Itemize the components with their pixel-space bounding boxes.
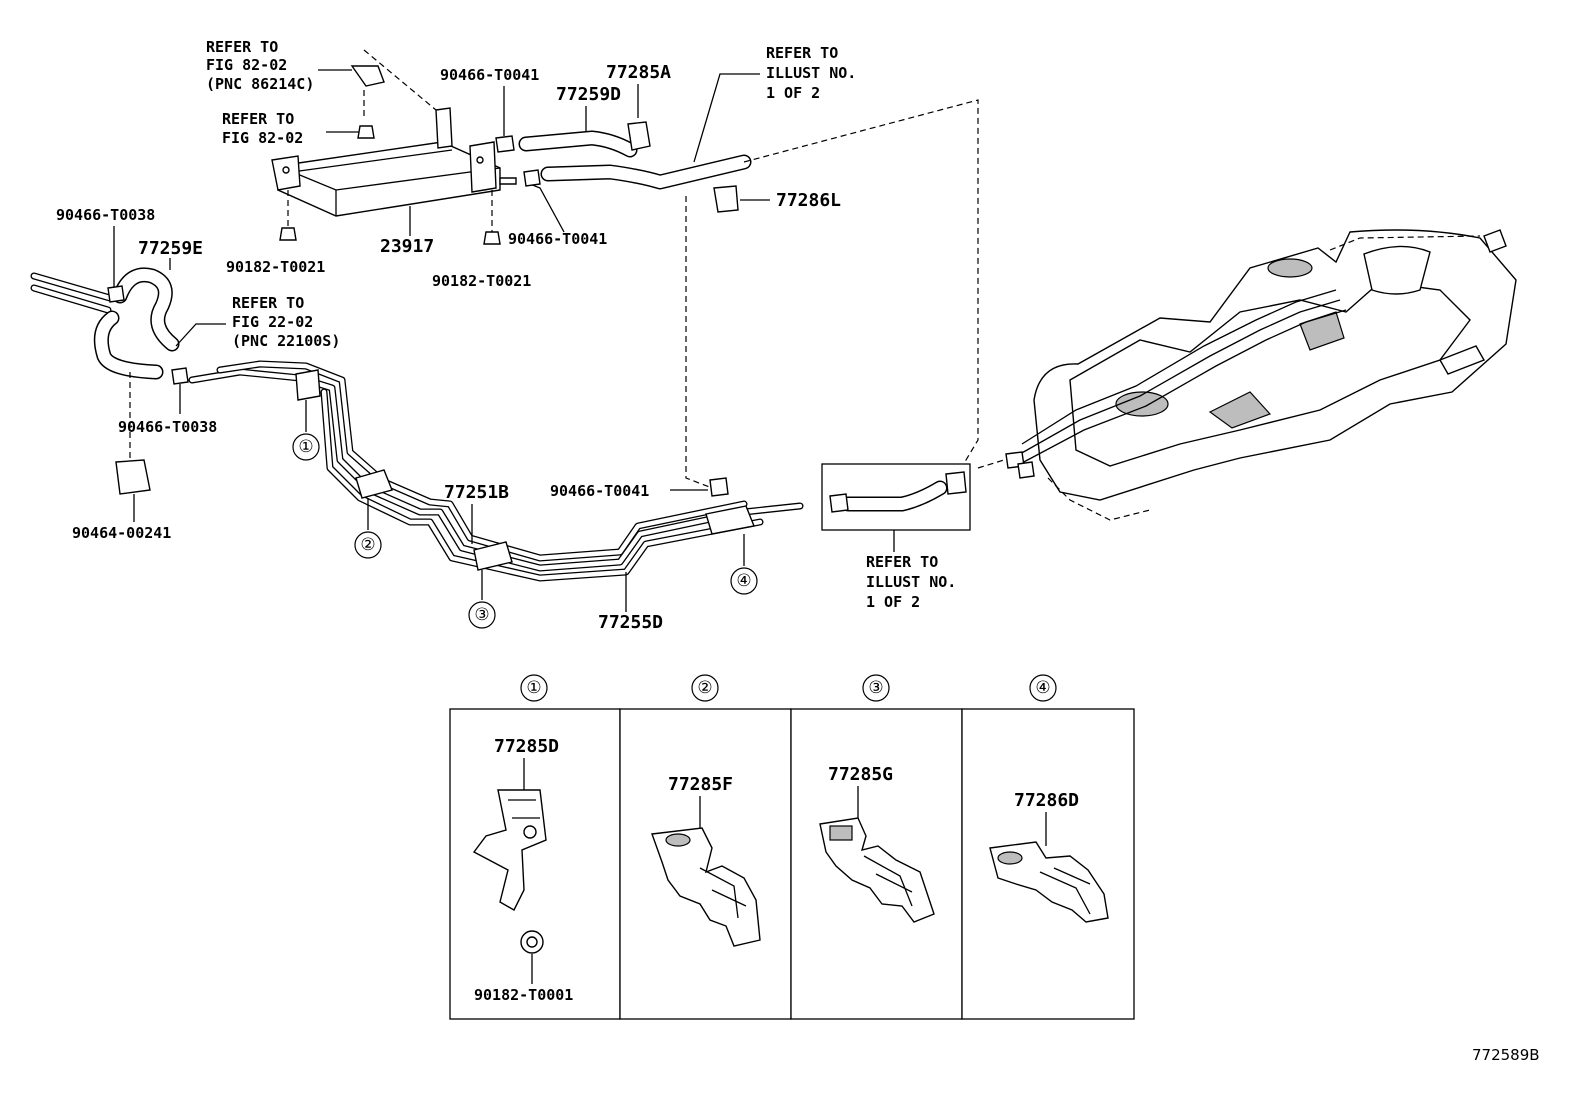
part-number-23917: 23917 xyxy=(380,236,434,257)
part-number-77286l: 77286L xyxy=(776,190,841,211)
refer-fig-82-02-pnc-label: REFER TO FIG 82-02 (PNC 86214C) xyxy=(206,38,314,93)
clamp-4 xyxy=(705,505,755,535)
part-number-90466-t0038-top: 90466-T0038 xyxy=(56,206,155,224)
clamp-90464-00241 xyxy=(115,459,151,495)
figure-id: 772589B xyxy=(1472,1046,1540,1064)
part-number-77251b: 77251B xyxy=(444,482,509,503)
bracket-86214c xyxy=(350,65,385,87)
detail-panel-4: ④ 77286D xyxy=(961,674,1135,1020)
hose-77259d xyxy=(518,130,752,190)
hose-77259e xyxy=(30,267,180,380)
part-number-90182-t0021-right: 90182-T0021 xyxy=(432,272,531,290)
callout-4[interactable]: ④ xyxy=(730,534,758,595)
part-number-77259e: 77259E xyxy=(138,238,203,259)
svg-text:(PNC 86214C): (PNC 86214C) xyxy=(206,75,314,93)
detail-panel-1: ① 77285D 90182-T0001 xyxy=(449,674,621,1020)
refer-illust-box xyxy=(821,463,971,531)
refer-fig-82-02-label: REFER TO FIG 82-02 xyxy=(222,110,303,147)
part-number-77259d: 77259D xyxy=(556,84,621,105)
clip-icon xyxy=(107,285,125,303)
detail-part-90182-t0001: 90182-T0001 xyxy=(474,986,573,1004)
leader-line xyxy=(175,323,226,347)
charcoal-canister xyxy=(271,107,517,217)
svg-text:(PNC 22100S): (PNC 22100S) xyxy=(232,332,340,350)
svg-text:②: ② xyxy=(360,535,375,555)
clip-icon xyxy=(495,135,515,153)
clamp-1 xyxy=(295,369,321,401)
svg-text:③: ③ xyxy=(474,605,489,625)
leader-line xyxy=(529,183,565,233)
svg-text:REFER TO: REFER TO xyxy=(766,44,838,62)
clip-icon xyxy=(709,477,729,497)
nut-icon xyxy=(357,125,375,139)
clamp-77285a xyxy=(627,121,651,151)
svg-text:①: ① xyxy=(298,437,313,457)
detail-marker-1: ① xyxy=(526,678,541,698)
svg-text:REFER TO: REFER TO xyxy=(206,38,278,56)
dashed-guide xyxy=(1329,235,1481,251)
svg-text:FIG 82-02: FIG 82-02 xyxy=(222,129,303,147)
svg-text:FIG 82-02: FIG 82-02 xyxy=(206,56,287,74)
svg-text:ILLUST NO.: ILLUST NO. xyxy=(866,573,956,591)
detail-part-77285g: 77285G xyxy=(828,764,893,785)
leader-line xyxy=(693,73,760,163)
svg-text:1 OF 2: 1 OF 2 xyxy=(766,84,820,102)
part-number-77255d: 77255D xyxy=(598,612,663,633)
svg-text:FIG 22-02: FIG 22-02 xyxy=(232,313,313,331)
clamp-77286l xyxy=(713,185,739,213)
part-number-90182-t0021-left: 90182-T0021 xyxy=(226,258,325,276)
clamp-3 xyxy=(473,541,513,571)
part-number-90466-t0041-low: 90466-T0041 xyxy=(550,482,649,500)
detail-marker-2: ② xyxy=(697,678,712,698)
dashed-guide xyxy=(743,99,979,471)
grommet-icon xyxy=(483,231,501,245)
dashed-guide xyxy=(1047,477,1151,521)
detail-panel-3: ③ 77285G xyxy=(790,674,963,1020)
dashed-guide xyxy=(977,459,1005,469)
part-number-90464-00241: 90464-00241 xyxy=(72,524,171,542)
refer-illust-bottom-label: REFER TO ILLUST NO. 1 OF 2 xyxy=(866,553,956,611)
svg-text:ILLUST NO.: ILLUST NO. xyxy=(766,64,856,82)
detail-panel-2: ② 77285F xyxy=(619,674,792,1020)
grommet-icon xyxy=(279,227,297,241)
part-number-90466-t0041: 90466-T0041 xyxy=(440,66,539,84)
clip-icon xyxy=(523,169,541,187)
part-number-90466-t0041-mid: 90466-T0041 xyxy=(508,230,607,248)
refer-fig-22-02-label: REFER TO FIG 22-02 (PNC 22100S) xyxy=(232,294,340,350)
callout-1[interactable]: ① xyxy=(292,400,320,461)
clamp-2 xyxy=(355,469,393,499)
svg-text:④: ④ xyxy=(736,571,751,591)
svg-text:1 OF 2: 1 OF 2 xyxy=(866,593,920,611)
detail-part-77285f: 77285F xyxy=(668,774,733,795)
clip-icon xyxy=(171,367,189,385)
refer-illust-top-label: REFER TO ILLUST NO. 1 OF 2 xyxy=(766,44,856,102)
part-number-77285a: 77285A xyxy=(606,62,671,83)
svg-text:REFER TO: REFER TO xyxy=(866,553,938,571)
detail-marker-3: ③ xyxy=(868,678,883,698)
callout-3[interactable]: ③ xyxy=(468,570,496,629)
svg-text:REFER TO: REFER TO xyxy=(232,294,304,312)
dashed-guide xyxy=(363,49,437,111)
fuel-tank xyxy=(1005,229,1517,501)
detail-marker-4: ④ xyxy=(1035,678,1050,698)
svg-text:REFER TO: REFER TO xyxy=(222,110,294,128)
detail-part-77285d: 77285D xyxy=(494,736,559,757)
detail-part-77286d: 77286D xyxy=(1014,790,1079,811)
callout-2[interactable]: ② xyxy=(354,498,382,559)
part-number-90466-t0038-bot: 90466-T0038 xyxy=(118,418,217,436)
dashed-guide xyxy=(685,196,713,489)
